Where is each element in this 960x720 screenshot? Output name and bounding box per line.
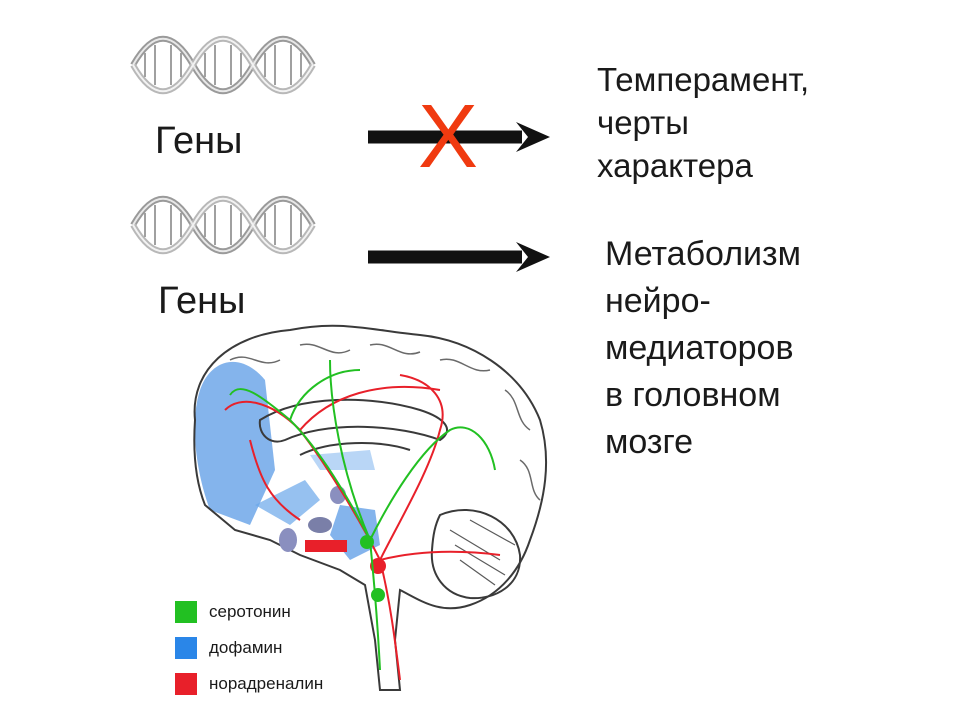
gene-label-2: Гены: [158, 280, 246, 322]
outcome-line: нейро-: [605, 282, 711, 320]
arrow-right-icon-2: [368, 242, 550, 272]
outcome-line: мозге: [605, 423, 694, 461]
cross-icon: X: [418, 87, 479, 187]
outcome-line: медиаторов: [605, 329, 794, 367]
outcome-line: в головном: [605, 376, 781, 414]
legend-swatch: [175, 637, 197, 659]
legend-swatch: [175, 601, 197, 623]
legend-label: серотонин: [209, 602, 291, 621]
outcome-line: характера: [597, 147, 753, 184]
outcome-line: Темперамент,: [597, 61, 810, 98]
legend-item-serotonin: серотонин: [175, 601, 291, 623]
outcome-line: черты: [597, 104, 690, 141]
legend-item-dopamine: дофамин: [175, 637, 282, 659]
legend-swatch: [175, 673, 197, 695]
outcome-line: Метаболизм: [605, 235, 802, 273]
outcome-text-metabolism: Метаболизм нейро- медиаторов в головном …: [605, 231, 801, 466]
legend-label: дофамин: [209, 638, 283, 657]
outcome-text-temperament: Темперамент, черты характера: [597, 58, 809, 187]
legend-item-noradrenaline: норадреналин: [175, 673, 323, 695]
legend-label: норадреналин: [209, 674, 324, 693]
gene-label-1: Гены: [155, 120, 243, 162]
